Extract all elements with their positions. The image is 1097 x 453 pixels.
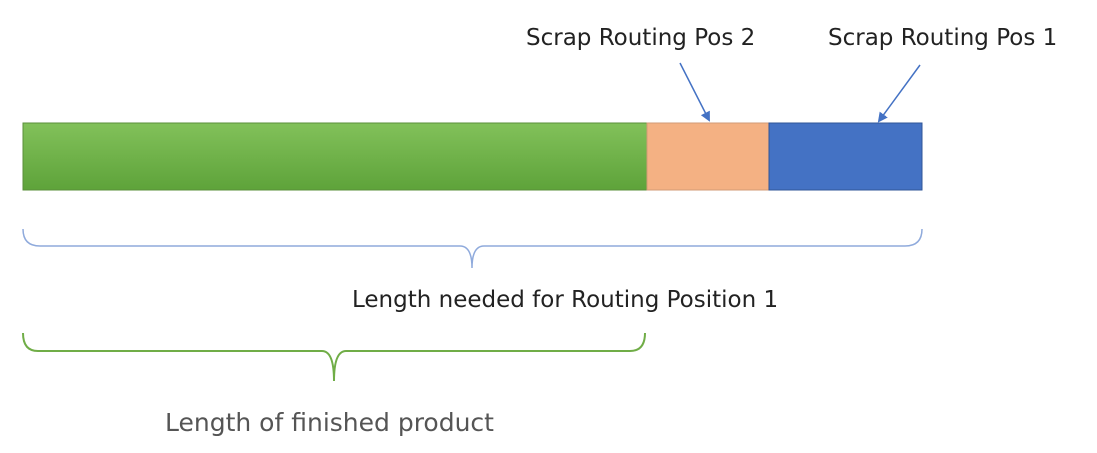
scrap-routing-pos-1-label: Scrap Routing Pos 1 <box>828 25 1058 51</box>
finished-length-brace <box>22 332 646 382</box>
scrap-pos-1-segment <box>768 122 923 191</box>
finished-product-segment <box>22 122 648 191</box>
routing-length-label: Length needed for Routing Position 1 <box>352 287 779 313</box>
scrap-pos-1-arrow <box>877 64 921 123</box>
scrap-routing-pos-2-label: Scrap Routing Pos 2 <box>526 25 756 51</box>
scrap-pos-2-arrow <box>679 62 710 122</box>
routing-length-brace <box>22 228 923 269</box>
finished-length-label: Length of finished product <box>165 408 494 437</box>
scrap-pos-2-segment <box>646 122 770 191</box>
